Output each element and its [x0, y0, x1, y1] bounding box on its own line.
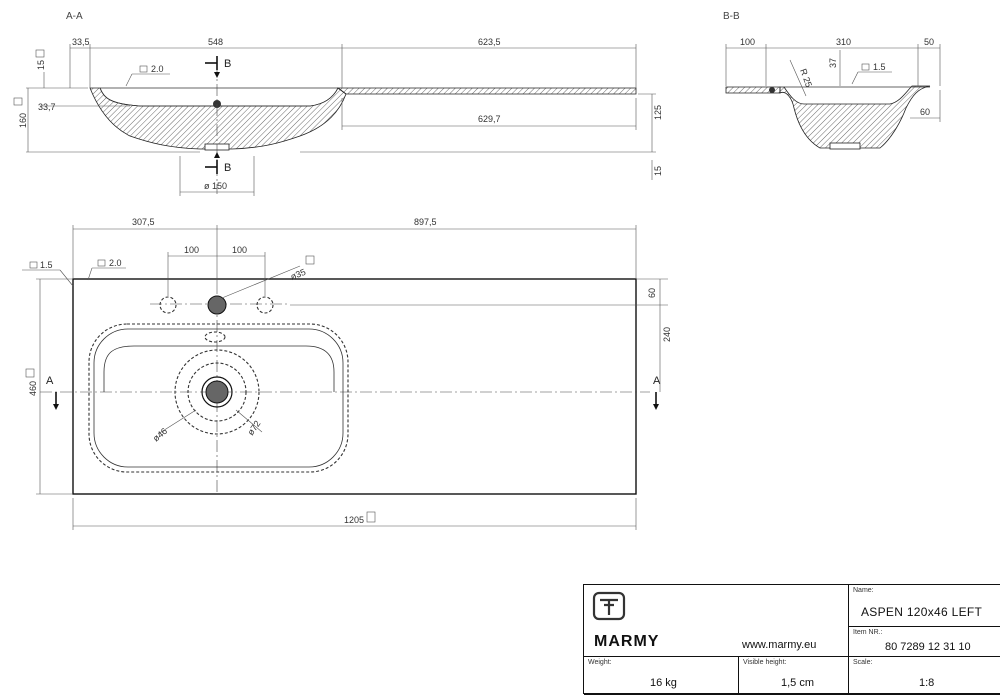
- dim-100-left: 100: [184, 245, 199, 255]
- tap-hole-center: [207, 295, 227, 315]
- scale-value: 1:8: [919, 677, 935, 689]
- section-aa-slab: [336, 87, 637, 95]
- section-a-marker-left: A: [46, 375, 59, 410]
- dim-60: 60: [647, 288, 657, 298]
- brand-cell: MARMY www.marmy.eu: [584, 585, 849, 657]
- svg-text:B: B: [224, 162, 231, 174]
- dim-bb-50: 50: [924, 37, 934, 47]
- section-aa-basin: [89, 87, 347, 150]
- section-b-marker-top: B: [205, 56, 231, 78]
- tap-hole-left: [159, 296, 177, 314]
- visible-height-value: 1,5 cm: [781, 677, 815, 689]
- dim-623-5: 623,5: [478, 37, 501, 47]
- dim-plan-2-0: 2.0: [109, 258, 122, 268]
- drain-outer-ring: [174, 349, 260, 435]
- weight-value: 16 kg: [650, 677, 677, 689]
- dim-33-5: 33,5: [72, 37, 90, 47]
- brand-name: MARMY: [594, 633, 660, 650]
- dim-bb-37: 37: [828, 58, 838, 68]
- dim-460: 460: [28, 381, 38, 396]
- dim-bb-60: 60: [920, 107, 930, 117]
- dim-100-right: 100: [232, 245, 247, 255]
- dim-897-5: 897,5: [414, 217, 437, 227]
- name-cell: Name: ASPEN 120x46 LEFT: [849, 585, 1000, 627]
- svg-text:A: A: [653, 375, 661, 387]
- website: www.marmy.eu: [742, 639, 817, 651]
- dim-629-7: 629,7: [478, 114, 501, 124]
- item-number: 80 7289 12 31 10: [885, 641, 971, 653]
- visible-height-cell: Visible height: 1,5 cm: [739, 657, 849, 695]
- plan-outline: [72, 278, 637, 495]
- dim-72: ø72: [245, 419, 262, 437]
- dim-548: 548: [208, 37, 223, 47]
- section-aa-view: A-A B B 33,5 548 623,: [13, 11, 663, 196]
- marmy-logo-icon: [592, 591, 626, 621]
- section-bb-view: B-B 100 310 50 R 25 37 1.5 60: [723, 11, 941, 150]
- dim-33-7: 33,7: [38, 102, 56, 112]
- weight-cell: Weight: 16 kg: [584, 657, 739, 695]
- dim-1205: 1205: [344, 515, 364, 525]
- dim-bb-r25: R 25: [798, 67, 814, 88]
- plan-view: A A 307,5 897,5 100 100 1.5 2.0 ø3: [22, 217, 672, 530]
- dim-160: 160: [18, 113, 28, 128]
- dim-bb-1-5: 1.5: [873, 62, 886, 72]
- dim-307-5: 307,5: [132, 217, 155, 227]
- section-a-marker-right: A: [653, 375, 661, 410]
- section-aa-title: A-A: [66, 11, 83, 22]
- drain-hole: [205, 380, 229, 404]
- basin-outer-edge: [88, 323, 349, 473]
- dim-bb-310: 310: [836, 37, 851, 47]
- scale-cell: Scale: 1:8: [849, 657, 1000, 695]
- svg-text:A: A: [46, 375, 54, 387]
- title-block: MARMY www.marmy.eu Name: ASPEN 120x46 LE…: [583, 584, 1000, 695]
- dim-bb-100: 100: [740, 37, 755, 47]
- section-b-marker-bottom: B: [205, 152, 231, 174]
- dim-15-bot: 15: [653, 166, 663, 176]
- section-bb-title: B-B: [723, 11, 740, 22]
- dim-2-0-aa: 2.0: [151, 64, 164, 74]
- section-bb-basin: [779, 85, 931, 149]
- svg-text:B: B: [224, 58, 231, 70]
- tap-hole-right: [256, 296, 274, 314]
- dim-125: 125: [653, 105, 663, 120]
- dim-240: 240: [662, 327, 672, 342]
- dim-150: ø 150: [204, 181, 227, 191]
- item-cell: Item NR.: 80 7289 12 31 10: [849, 627, 1000, 657]
- dim-plan-1-5: 1.5: [40, 260, 53, 270]
- overflow: [204, 331, 226, 343]
- dim-15-top: 15: [36, 60, 46, 70]
- product-name: ASPEN 120x46 LEFT: [861, 605, 983, 619]
